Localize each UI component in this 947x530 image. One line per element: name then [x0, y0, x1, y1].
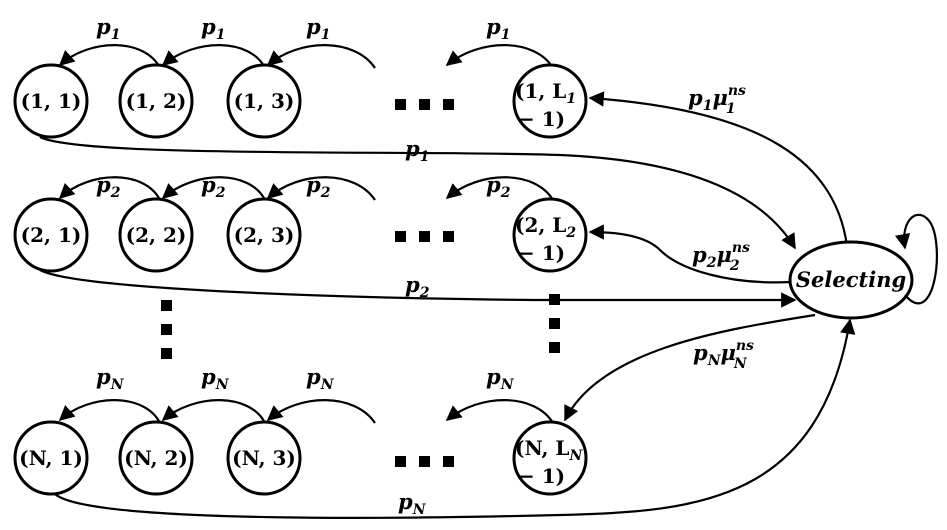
arc-label-2-1: p2 [96, 172, 121, 201]
edge-n-1-to-selecting [54, 318, 856, 519]
vertical-ellipsis-right [549, 294, 560, 353]
state-label-2-1: (2, 1) [21, 223, 82, 247]
edge-2-1-to-selecting [39, 269, 797, 308]
arc-label-1-1: p1 [96, 14, 120, 43]
ellipsis-dot [419, 231, 430, 242]
arc-2-L-to-dots [445, 176, 554, 201]
state-n-3 [226, 420, 302, 496]
state-label-n-L-line1: (N, LN [515, 436, 583, 464]
state-1-3 [226, 63, 302, 139]
arc-n-L-to-dots [445, 399, 554, 424]
arc-label-2-3: p2 [306, 172, 331, 201]
state-n-2 [118, 420, 194, 496]
arc-n-2-to-n-1 [58, 399, 161, 424]
ellipsis-dot [395, 99, 406, 110]
arc-n-3-to-n-2 [161, 399, 266, 424]
ellipsis-dot [549, 318, 560, 329]
arc-label-n-1: pN [96, 364, 125, 393]
edge-1-1-to-selecting [39, 136, 796, 250]
state-label-2-2: (2, 2) [126, 223, 187, 247]
state-label-1-3: (1, 3) [234, 89, 295, 113]
ellipsis-dot [419, 99, 430, 110]
arc-1-L-to-dots [445, 44, 554, 69]
ellipsis-dot [161, 324, 172, 335]
row-2: p2 p2 p2 p2 (2, 1) (2, 2) (2, 3) (2, L2 … [13, 172, 797, 308]
edge-selecting-to-n-L [564, 313, 816, 422]
arc-label-2-4: p2 [486, 172, 511, 201]
arc-1-2-to-1-1 [58, 44, 161, 69]
state-n-L [512, 420, 588, 496]
ellipsis-dot [443, 231, 454, 242]
ellipsis-dot [419, 456, 430, 467]
state-label-n-1: (N, 1) [19, 446, 83, 470]
arc-label-n-4: pN [486, 364, 515, 393]
selecting-label: Selecting [796, 267, 906, 292]
state-1-2 [118, 63, 194, 139]
state-2-L [512, 197, 588, 273]
state-2-1 [13, 197, 89, 273]
arc-label-n-3: pN [306, 364, 335, 393]
state-label-2-L-line1: (2, L2 [515, 213, 576, 241]
ellipsis-dot [443, 456, 454, 467]
state-label-2-L-line2: − 1) [518, 241, 565, 265]
edge-selecting-to-2-L [588, 224, 793, 284]
state-n-1 [13, 420, 89, 496]
state-label-n-L-line2: − 1) [518, 464, 565, 488]
arc-label-1-2: p1 [201, 14, 225, 43]
arc-label-2-2: p2 [201, 172, 226, 201]
state-label-1-2: (1, 2) [126, 89, 187, 113]
state-1-L [512, 63, 588, 139]
state-2-3 [226, 197, 302, 273]
ellipsis-dot [395, 231, 406, 242]
arc-n-4-to-n-3 [266, 399, 376, 424]
row-n: pN pN pN pN (N, 1) (N, 2) (N, 3) (N, LN … [13, 313, 856, 519]
state-1-1 [13, 63, 89, 139]
arc-2-3-to-2-2 [161, 176, 266, 201]
ellipsis-dot [549, 342, 560, 353]
return-label-n: pN [398, 489, 427, 518]
state-label-1-L-line1: (1, L1 [515, 79, 576, 107]
return-label-2: p2 [405, 272, 430, 301]
state-label-1-L-line2: − 1) [518, 107, 565, 131]
arc-label-n-2: pN [201, 364, 230, 393]
ellipsis-dot [549, 294, 560, 305]
state-2-2 [118, 197, 194, 273]
arc-2-4-to-2-3 [266, 176, 376, 201]
ellipsis-dot [161, 348, 172, 359]
vertical-ellipsis-left [161, 300, 172, 359]
arc-1-3-to-1-2 [161, 44, 266, 69]
edge-selecting-to-1-L [588, 91, 850, 256]
state-label-1-1: (1, 1) [21, 89, 82, 113]
ellipsis-dot [443, 99, 454, 110]
return-label-1: p1 [405, 136, 429, 165]
arc-1-4-to-1-3 [266, 44, 376, 69]
state-label-n-2: (N, 2) [124, 446, 188, 470]
arc-label-1-3: p1 [306, 14, 330, 43]
state-label-2-3: (2, 3) [234, 223, 295, 247]
row-1: p1 p1 p1 p1 (1, 1) (1, 2) (1, 3) (1, L1 … [13, 14, 850, 256]
ellipsis-dot [161, 300, 172, 311]
arc-2-2-to-2-1 [58, 176, 161, 201]
arc-label-1-4: p1 [486, 14, 510, 43]
state-label-n-3: (N, 3) [232, 446, 296, 470]
selecting-self-loop [894, 213, 938, 305]
ellipsis-dot [395, 456, 406, 467]
selecting-state [788, 240, 914, 320]
selecting-node: Selecting [788, 213, 938, 320]
